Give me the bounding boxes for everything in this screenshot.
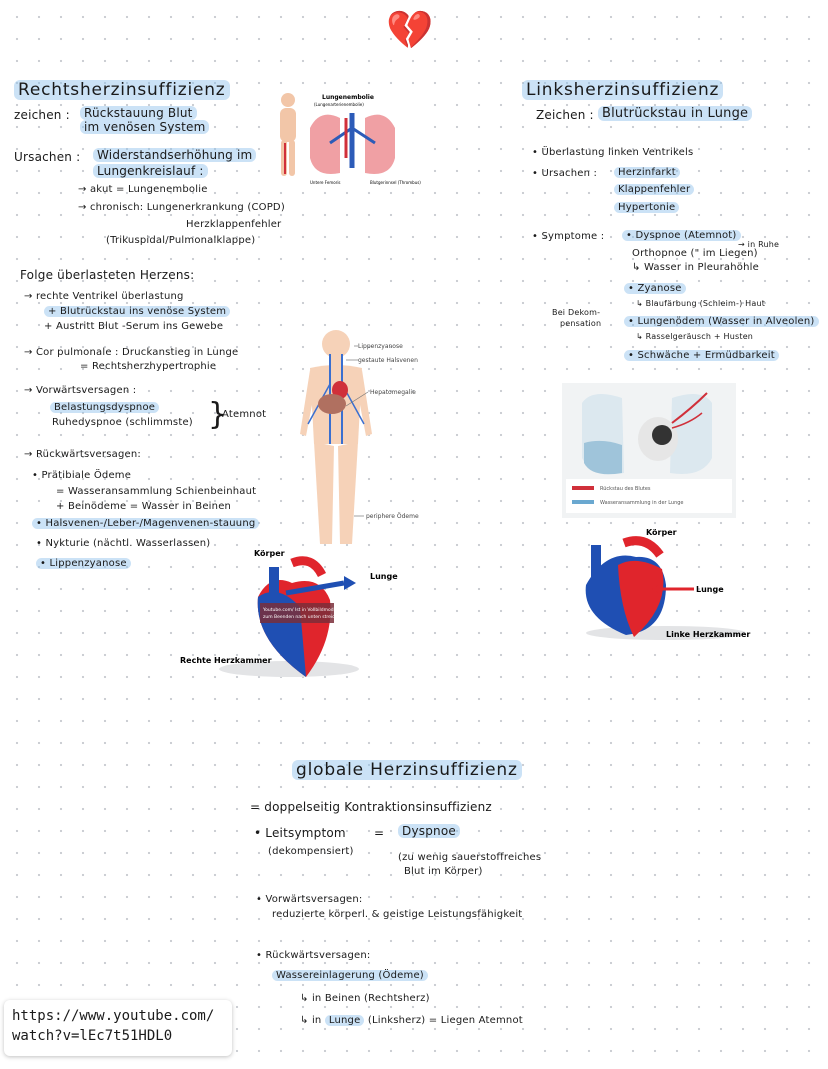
- rechts-vv1: Belastungsdyspnoe: [50, 402, 160, 413]
- legend-swatch-red: [572, 486, 594, 490]
- rechts-rv3: • Nykturie (nächtl. Wasserlassen): [36, 538, 211, 549]
- rechts-akut: → akut = Lungenembolie: [78, 184, 208, 195]
- rechts-ursachen-label: Ursachen :: [14, 150, 81, 164]
- url-line-1: https://www.youtube.com/: [12, 1008, 215, 1024]
- left-heart-koerper: Körper: [646, 528, 677, 537]
- lung-legend-2: Wasseransammlung in der Lunge: [600, 500, 684, 506]
- right-heart-overlay-2: zum Beenden nach unten streichen: [263, 614, 343, 620]
- rechts-chronisch: → chronisch: Lungenerkrankung (COPD): [78, 202, 285, 213]
- rechts-rv4: • Lippenzyanose: [36, 558, 131, 569]
- global-g3: • Vorwärtsversagen:: [256, 894, 363, 905]
- links-b1: • Überlastung linken Ventrikels: [532, 147, 694, 158]
- links-s4a: ↳ Blaufärbung (Schleim-) Haut: [636, 299, 766, 308]
- body-label-lippenzyanose: Lippenzyanose: [358, 343, 403, 350]
- right-heart-lunge: Lunge: [370, 572, 398, 581]
- rechts-rv2: • Halsvenen-/Leber-/Magenvenen-stauung: [32, 518, 260, 529]
- left-heart-lunge: Lunge: [696, 585, 724, 594]
- left-heart-caption: Linke Herzkammer: [666, 630, 750, 639]
- global-g2-paren-1: (zu wenig sauerstoffreiches: [398, 852, 542, 863]
- global-g2-label: • Leitsymptom: [254, 826, 346, 840]
- links-s2: Orthopnoe (" im Liegen): [632, 248, 758, 259]
- rechts-vv-result: Atemnot: [222, 409, 267, 420]
- global-g2-eq: =: [374, 826, 385, 840]
- right-heart-koerper: Körper: [254, 549, 285, 558]
- left-heart-figure: Körper Lunge Linke Herzkammer: [585, 528, 750, 640]
- rechts-rv1a: = Wasseransammlung Schienbeinhaut: [56, 486, 257, 497]
- rechts-zeichen-2: im venösen System: [80, 120, 210, 134]
- links-u3: Hypertonie: [614, 202, 680, 213]
- links-s6: • Schwäche + Ermüdbarkeit: [624, 350, 779, 361]
- rechts-cor: → Cor pulmonale : Druckanstieg in Lunge: [24, 347, 239, 358]
- links-s5a: ↳ Rasselgeräusch + Husten: [636, 332, 754, 341]
- rechts-vv2: Ruhedyspnoe (schlimmste): [52, 417, 193, 428]
- links-s3: ↳ Wasser in Pleurahöhle: [632, 262, 759, 273]
- rechts-title: Rechtsherzinsuffizienz: [14, 80, 230, 100]
- links-ursachen-label: • Ursachen :: [532, 168, 598, 179]
- global-g3a: reduzierte körperl. & geistige Leistungs…: [272, 909, 523, 920]
- links-zeichen-label: Zeichen :: [536, 108, 594, 122]
- links-u2: Klappenfehler: [614, 184, 695, 195]
- lung-legend-1: Rückstau des Blutes: [600, 486, 651, 492]
- links-s4: • Zyanose: [624, 283, 686, 294]
- body-label-oedeme: periphere Ödeme: [366, 513, 419, 520]
- global-g4: • Rückwärtsversagen:: [256, 950, 371, 961]
- links-dekomp-1: Bei Dekom-: [552, 308, 601, 317]
- lungen-title: Lungenembolie: [322, 94, 374, 101]
- global-g2-paren-2: Blut im Körper): [404, 866, 483, 877]
- body-symptoms-figure: Lippenzyanose gestaute Halsvenen Hepatom…: [300, 330, 419, 544]
- rechts-ursachen-1: Widerstandserhöhung im: [93, 148, 257, 162]
- body-label-hepatomegalie: Hepatomegalie: [370, 389, 416, 396]
- rechts-f3: + Austritt Blut -Serum ins Gewebe: [44, 321, 224, 332]
- lungen-sub: (Lungenarterienembolie): [314, 102, 364, 107]
- links-symptome-label: • Symptome :: [532, 231, 605, 242]
- links-dekomp-2: pensation: [560, 319, 602, 328]
- rechts-rv1b: + Beinödeme = Wasser in Beinen: [56, 501, 232, 512]
- rechts-herzklappen: Herzklappenfehler: [186, 219, 282, 230]
- links-zeichen: Blutrückstau in Lunge: [598, 106, 753, 121]
- global-g4a: Wassereinlagerung (Ödeme): [272, 970, 428, 981]
- global-g1: = doppelseitig Kontraktionsinsuffizienz: [250, 800, 492, 814]
- rechts-ursachen-2: Lungenkreislauf :: [93, 164, 208, 178]
- right-heart-overlay-1: Youtube.com/ Ist in Vollbildmodus: [262, 607, 339, 613]
- right-heart-caption: Rechte Herzkammer: [180, 656, 272, 665]
- rechts-rv1: • Prätibiale Ödeme: [32, 470, 132, 481]
- global-g4b: ↳ in Beinen (Rechtsherz): [300, 993, 430, 1004]
- global-g2-val: Dyspnoe: [398, 824, 460, 838]
- global-title: globale Herzinsuffizienz: [292, 760, 522, 780]
- global-g4c: ↳ in Lunge (Linksherz) = Liegen Atemnot: [300, 1015, 523, 1026]
- lungen-lbl1: Untere Femoris: [310, 180, 341, 185]
- rechts-cor2: = Rechtsherzhypertrophie: [80, 361, 217, 372]
- right-heart-figure: Youtube.com/ Ist in Vollbildmodus zum Be…: [180, 549, 398, 677]
- links-title: Linksherzinsuffizienz: [522, 80, 724, 100]
- lungenembolie-figure: Lungenembolie (Lungenarterienembolie) Un…: [270, 88, 430, 188]
- links-s5: • Lungenödem (Wasser in Alveolen): [624, 316, 819, 327]
- legend-swatch-blue: [572, 500, 594, 504]
- links-s1b: → in Ruhe: [738, 240, 780, 249]
- brace-icon: }: [208, 397, 228, 432]
- global-g2-note: (dekompensiert): [268, 846, 354, 857]
- rechts-f2: + Blutrückstau ins venöse System: [44, 306, 231, 317]
- body-label-halsvenen: gestaute Halsvenen: [358, 357, 418, 364]
- links-s1: • Dyspnoe (Atemnot): [622, 230, 741, 241]
- global-g4c-lunge: Lunge: [324, 1015, 365, 1026]
- url-line-2: watch?v=lEc7t51HDL0: [12, 1028, 173, 1044]
- youtube-url-label[interactable]: https://www.youtube.com/ watch?v=lEc7t51…: [4, 1000, 232, 1056]
- rechts-vv: → Vorwärtsversagen :: [24, 385, 137, 396]
- rechts-folge: Folge überlasteten Herzens:: [20, 268, 195, 282]
- rechts-klappen: (Trikuspidal/Pulmonalklappe): [106, 235, 256, 246]
- rechts-zeichen-label: zeichen :: [14, 108, 70, 122]
- lung-backflow-figure: Rückstau des Blutes Wasseransammlung in …: [562, 383, 736, 518]
- rechts-rv: → Rückwärtsversagen:: [24, 449, 141, 460]
- links-u1: Herzinfarkt: [614, 167, 680, 178]
- broken-heart-icon: 💔: [386, 8, 434, 52]
- lungen-lbl2: Blutgerinnsel (Thrombus): [370, 180, 421, 185]
- rechts-zeichen-1: Rückstauung Blut: [80, 106, 197, 120]
- rechts-f1: → rechte Ventrikel überlastung: [24, 291, 184, 302]
